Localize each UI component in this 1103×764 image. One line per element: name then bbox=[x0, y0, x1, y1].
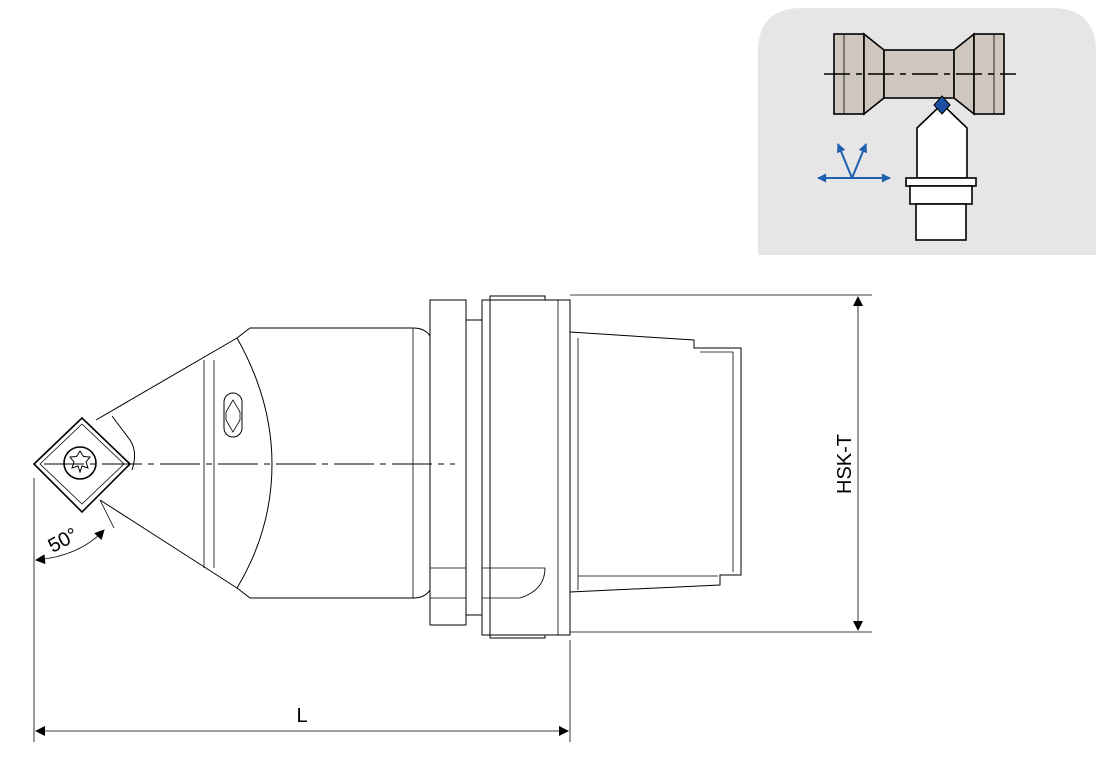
hsk-shank bbox=[569, 331, 742, 593]
workpiece-icon bbox=[824, 32, 1016, 116]
turning-tool-icon bbox=[905, 95, 977, 241]
angle-dimension-arc bbox=[35, 529, 105, 565]
flange bbox=[429, 295, 571, 639]
dimension-lines: L HSK-T 50° bbox=[33, 294, 872, 742]
angle-label: 50° bbox=[45, 524, 82, 558]
height-label: HSK-T bbox=[834, 434, 856, 494]
holder-body bbox=[203, 327, 431, 599]
tool-holder bbox=[32, 295, 742, 639]
clamp-screw-hole bbox=[223, 392, 243, 438]
turning-operation-icon bbox=[758, 8, 1096, 255]
tool-head bbox=[32, 337, 238, 589]
length-label: L bbox=[296, 705, 307, 727]
torx-screw-icon bbox=[69, 450, 91, 474]
cutting-insert bbox=[32, 416, 132, 514]
motion-arrows-icon bbox=[817, 143, 891, 183]
